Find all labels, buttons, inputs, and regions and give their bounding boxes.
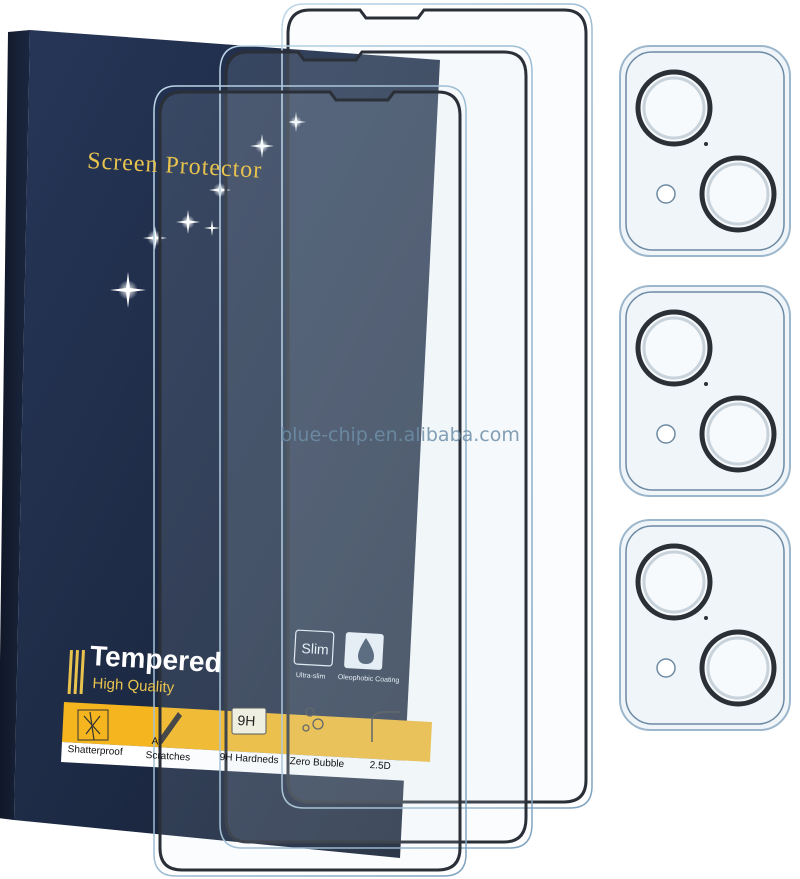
glass-sheet-back: [281, 3, 593, 809]
edge-2-5d-icon: [371, 711, 400, 742]
glass-sheet-middle: [219, 45, 533, 849]
box-side-panel: [0, 30, 30, 820]
hardness-badge-text: 9H: [237, 712, 256, 729]
slim-badge: [293, 629, 335, 667]
camera-protector-3: [619, 519, 791, 731]
lens-ring-top: [635, 543, 713, 621]
camera-protector-1: [619, 45, 791, 257]
zero-bubble-icon: [302, 707, 324, 732]
lens-ring-top: [635, 309, 713, 387]
shatterproof-icon: [77, 709, 109, 741]
screen-protectors: [153, 3, 593, 877]
slim-badge-text: Slim: [301, 640, 330, 658]
flash-hole: [656, 184, 676, 204]
anti-scratch-icon: [158, 712, 182, 744]
hardness-9h-icon: [231, 707, 267, 735]
tempered-bars-icon: [67, 649, 85, 695]
camera-lens-protectors: [619, 45, 791, 731]
anti-scratch-label-top: A: [151, 736, 159, 748]
lens-ring-bottom: [699, 629, 777, 707]
watermark: blue-chip.en.alibaba.com: [280, 424, 520, 446]
edge-label: 2.5D: [369, 760, 392, 773]
flash-hole: [656, 424, 676, 444]
glass-sheet-front: [153, 85, 467, 877]
oleophobic-droplet-icon: [344, 632, 384, 670]
lens-ring-top: [635, 69, 713, 147]
flash-hole: [656, 658, 676, 678]
camera-protector-2: [619, 285, 791, 497]
lens-ring-bottom: [699, 155, 777, 233]
lens-ring-bottom: [699, 395, 777, 473]
